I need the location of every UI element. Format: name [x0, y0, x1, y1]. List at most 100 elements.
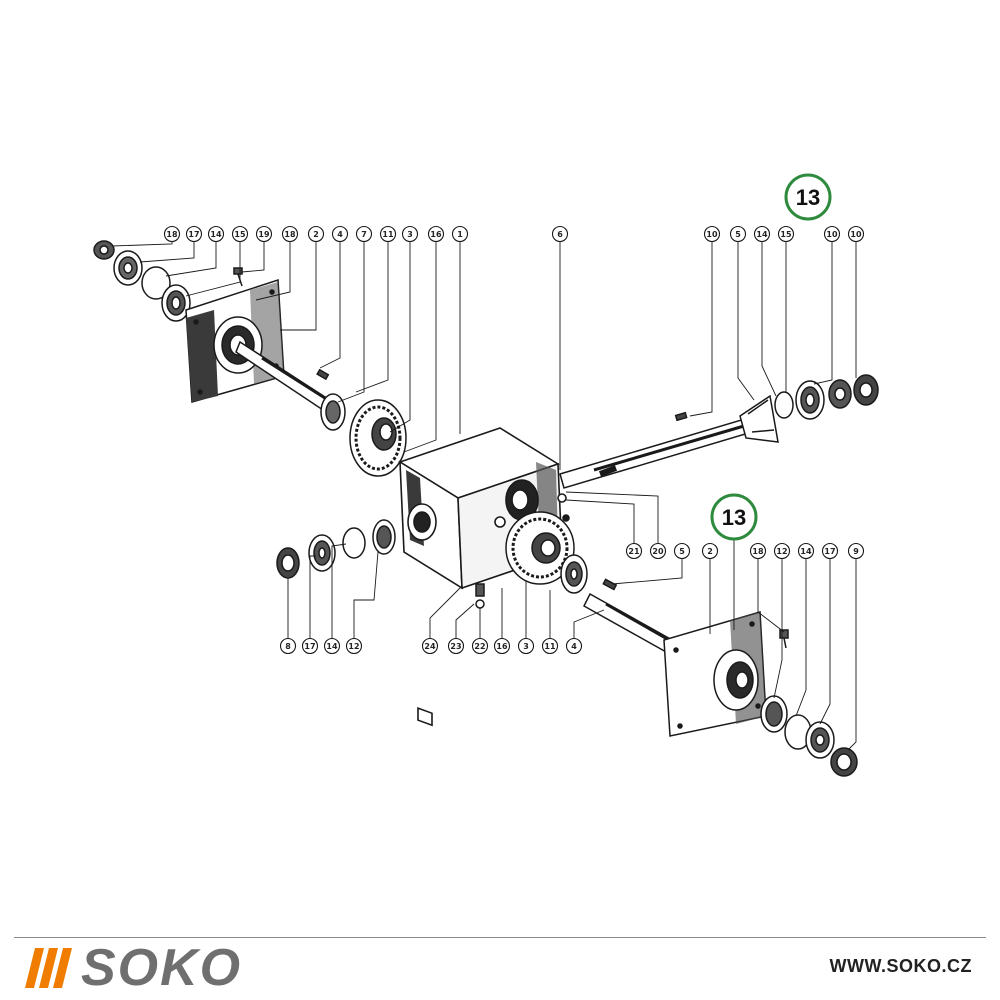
callout-label: 23 [450, 642, 461, 651]
callout-circle [331, 225, 349, 243]
callout-circle [471, 637, 489, 655]
callout-upper-8: 7 [355, 225, 373, 243]
callout-circle [493, 637, 511, 655]
callout-side-1: 20 [649, 542, 667, 560]
callout-circle [307, 225, 325, 243]
callout-upper-2: 14 [207, 225, 225, 243]
callout-upper-6: 2 [307, 225, 325, 243]
callout-circle [345, 637, 363, 655]
callout-circle [301, 637, 319, 655]
callout-label: 14 [326, 642, 338, 651]
highlight-label-upper: 13 [796, 185, 820, 210]
callout-lower-8: 3 [517, 637, 535, 655]
callout-circle [673, 542, 691, 560]
callout-label: 4 [337, 230, 343, 239]
callout-label: 16 [496, 642, 508, 651]
callout-circle [451, 225, 469, 243]
callout-circle [847, 225, 865, 243]
right-upper-washer [774, 391, 794, 419]
brand-name: SOKO [81, 939, 243, 997]
callout-circle [847, 542, 865, 560]
callout-circle [255, 225, 273, 243]
left-small-bevel-gear [320, 393, 346, 431]
highlight-callout-lower: 13 [710, 493, 758, 541]
callout-upper-10: 3 [401, 225, 419, 243]
callout-upper-15: 5 [729, 225, 747, 243]
left-inner-bearing [161, 284, 191, 322]
callout-circle [777, 225, 795, 243]
callout-upper-13: 6 [551, 225, 569, 243]
front-bearing [560, 554, 588, 594]
callout-label: 11 [544, 642, 556, 651]
left-lower-end-cap [276, 547, 300, 579]
left-seal-ring [141, 266, 171, 300]
callout-circle [447, 637, 465, 655]
callout-upper-19: 10 [847, 225, 865, 243]
callout-lower-1: 17 [301, 637, 319, 655]
callout-label: 18 [166, 230, 178, 239]
callout-label: 5 [679, 547, 685, 556]
callout-lower-0: 8 [279, 637, 297, 655]
right-upper-shaft [559, 411, 753, 489]
callout-upper-17: 15 [777, 225, 795, 243]
callout-circle [185, 225, 203, 243]
callout-circle [551, 225, 569, 243]
right-upper-pinion [739, 394, 779, 443]
left-flange-plate [185, 278, 285, 403]
right-lower-end-cap [830, 747, 858, 777]
callout-label: 14 [800, 547, 812, 556]
callout-lower-5: 23 [447, 637, 465, 655]
callout-circle [401, 225, 419, 243]
website-link[interactable]: WWW.SOKO.CZ [829, 956, 972, 976]
callout-circle [753, 225, 771, 243]
callout-circle [355, 225, 373, 243]
callout-upper-16: 14 [753, 225, 771, 243]
leader-lines [111, 235, 857, 751]
callout-label: 1 [457, 230, 463, 239]
callout-label: 7 [361, 230, 367, 239]
callout-label: 14 [756, 230, 768, 239]
callout-upper-5: 18 [281, 225, 299, 243]
callout-circle [231, 225, 249, 243]
right-lower-outer-bearing [805, 721, 835, 759]
callout-label: 6 [557, 230, 563, 239]
callout-upper-1: 17 [185, 225, 203, 243]
callout-right-5: 9 [847, 542, 865, 560]
callout-circle [821, 542, 839, 560]
footer-divider [14, 937, 986, 938]
callout-circle [749, 542, 767, 560]
callout-circle [823, 225, 841, 243]
callout-lower-4: 24 [421, 637, 439, 655]
callout-lower-3: 12 [345, 637, 363, 655]
callout-right-1: 18 [749, 542, 767, 560]
right-upper-end-cap [853, 374, 879, 406]
highlight-callout-upper: 13 [784, 173, 832, 221]
callout-label: 21 [628, 547, 640, 556]
callout-circle [517, 637, 535, 655]
callout-circle [379, 225, 397, 243]
callout-upper-14: 10 [703, 225, 721, 243]
callout-circle [281, 225, 299, 243]
callout-label: 24 [424, 642, 436, 651]
callout-label: 15 [780, 230, 792, 239]
left-lower-inner-bearing [372, 519, 396, 555]
callout-label: 18 [752, 547, 764, 556]
brand-stripes-icon [25, 948, 72, 988]
callout-circle [701, 542, 719, 560]
callout-label: 16 [430, 230, 442, 239]
left-lower-bearing [308, 534, 336, 572]
callout-label: 18 [284, 230, 296, 239]
callout-circle [207, 225, 225, 243]
callout-label: 17 [188, 230, 199, 239]
highlight-label-lower: 13 [722, 505, 746, 530]
callout-label: 4 [571, 642, 577, 651]
callout-circle [797, 542, 815, 560]
callout-lower-2: 14 [323, 637, 341, 655]
lower-key [602, 578, 618, 591]
callout-side-2: 5 [673, 542, 691, 560]
highlight-ring-lower [710, 493, 758, 541]
front-crown-gear [505, 511, 575, 585]
left-flange-assembly [93, 240, 407, 477]
callout-label: 10 [850, 230, 862, 239]
callout-right-0: 2 [701, 542, 719, 560]
